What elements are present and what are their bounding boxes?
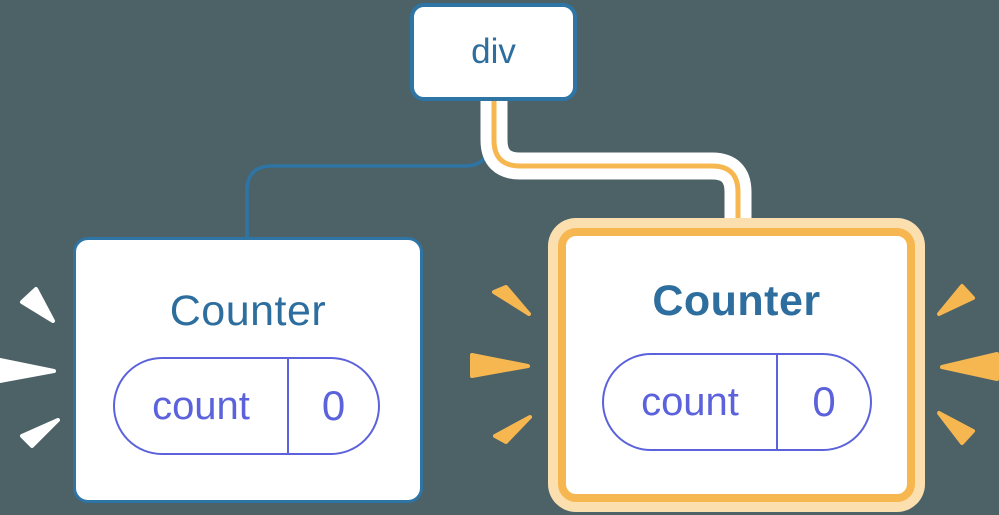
counter-card-left: Counter count 0 — [73, 237, 423, 503]
sparkle-icon — [937, 284, 975, 316]
sparkle-icon — [940, 352, 999, 381]
sparkle-burst-middle-orange — [470, 285, 532, 444]
edge-div-to-left-counter — [245, 103, 492, 240]
state-value: 0 — [321, 382, 346, 429]
counter-title: Counter — [169, 287, 327, 335]
sparkle-burst-left-white — [0, 287, 60, 448]
counter-card-right-highlighted: Counter count 0 — [558, 228, 915, 502]
counter-title: Counter — [652, 277, 821, 325]
root-node-label: div — [471, 32, 516, 71]
sparkle-burst-right-orange — [937, 284, 999, 445]
state-pill: count 0 — [602, 353, 872, 451]
sparkle-icon — [20, 418, 60, 448]
sparkle-icon — [492, 285, 531, 316]
state-key: count — [604, 355, 778, 449]
sparkle-icon — [20, 287, 55, 323]
state-pill: count 0 — [113, 357, 380, 455]
sparkle-icon — [470, 353, 530, 378]
sparkle-icon — [937, 411, 975, 445]
sparkle-icon — [0, 358, 56, 383]
edge-div-to-right-counter — [491, 98, 741, 234]
sparkle-icon — [493, 415, 532, 444]
state-key: count — [115, 359, 289, 453]
root-node-div: div — [410, 3, 577, 101]
state-value: 0 — [812, 378, 836, 425]
